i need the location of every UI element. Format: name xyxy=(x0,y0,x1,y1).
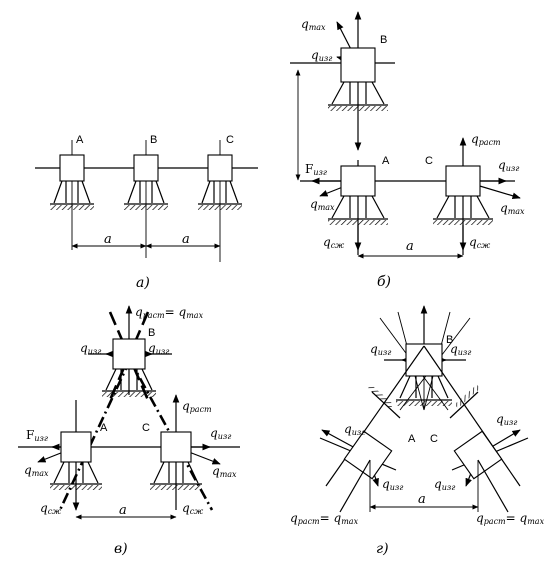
b-q-szh-a: qсж xyxy=(323,235,344,250)
g-dim: a xyxy=(418,492,426,507)
b-dim: a xyxy=(406,239,414,254)
b-point-a: A xyxy=(382,155,390,167)
panel-v: B A C qраст= qmax qизг qизг qраст Fизг q… xyxy=(18,305,240,557)
v-q-izg-left: qизг xyxy=(80,341,101,356)
b-q-max-a: qmax xyxy=(310,197,335,212)
b-q-szh-c: qсж xyxy=(469,235,490,250)
g-point-a: A xyxy=(408,433,416,445)
b-q-max-top: qmax xyxy=(301,17,326,32)
a-point-c: C xyxy=(226,134,234,146)
g-q-izg-right-bottom: qизг xyxy=(434,477,455,492)
v-point-c: C xyxy=(142,422,150,434)
v-q-szh-a: qсж xyxy=(40,501,61,516)
a-point-b: B xyxy=(150,134,157,146)
g-point-b: B xyxy=(446,334,453,346)
g-q-izg-top-left: qизг xyxy=(370,342,391,357)
g-q-izg-left-bottom: qизг xyxy=(382,477,403,492)
a-caption: а) xyxy=(136,275,150,291)
g-caption: г) xyxy=(376,541,389,557)
v-q-max-c: qmax xyxy=(212,464,237,479)
b-point-c: C xyxy=(425,155,433,167)
panel-a: A B C a a а) xyxy=(35,134,258,291)
a-dim-2: a xyxy=(182,232,190,247)
v-caption: в) xyxy=(114,541,128,557)
g-point-c: C xyxy=(430,433,438,445)
a-dim-1: a xyxy=(104,232,112,247)
panel-g: B A C qизг qизг qизг qизг qизг qизг qрас… xyxy=(290,305,545,557)
v-q-izg-right: qизг xyxy=(148,341,169,356)
a-point-a: A xyxy=(76,134,84,146)
b-point-b: B xyxy=(380,34,387,46)
g-q-rast-max-left: qраст= qmax xyxy=(290,511,359,526)
v-q-max-a: qmax xyxy=(24,463,49,478)
g-q-izg-right-top: qизг xyxy=(496,412,517,427)
g-q-izg-left-top: qизг xyxy=(344,422,365,437)
g-q-rast-max-right: qраст= qmax xyxy=(476,511,545,526)
v-q-rast-max: qраст= qmax xyxy=(135,305,204,320)
g-q-izg-top-right: qизг xyxy=(450,342,471,357)
v-f-izg: Fизг xyxy=(26,428,48,443)
b-q-izg-top: qизг xyxy=(311,48,332,63)
b-q-max-c: qmax xyxy=(500,201,525,216)
v-point-a: A xyxy=(100,422,108,434)
b-q-izg-c: qизг xyxy=(498,158,519,173)
b-f-izg: Fизг xyxy=(305,162,327,177)
v-point-b: B xyxy=(148,327,155,339)
v-dim: a xyxy=(119,503,127,518)
b-caption: б) xyxy=(377,274,391,290)
v-q-izg-c: qизг xyxy=(210,426,231,441)
v-q-szh-c: qсж xyxy=(182,501,203,516)
b-q-rast: qраст xyxy=(471,132,501,147)
panel-b: B A C qmax qизг Fизг qmax qсж qраст qизг… xyxy=(290,11,525,290)
v-q-rast: qраст xyxy=(182,399,212,414)
